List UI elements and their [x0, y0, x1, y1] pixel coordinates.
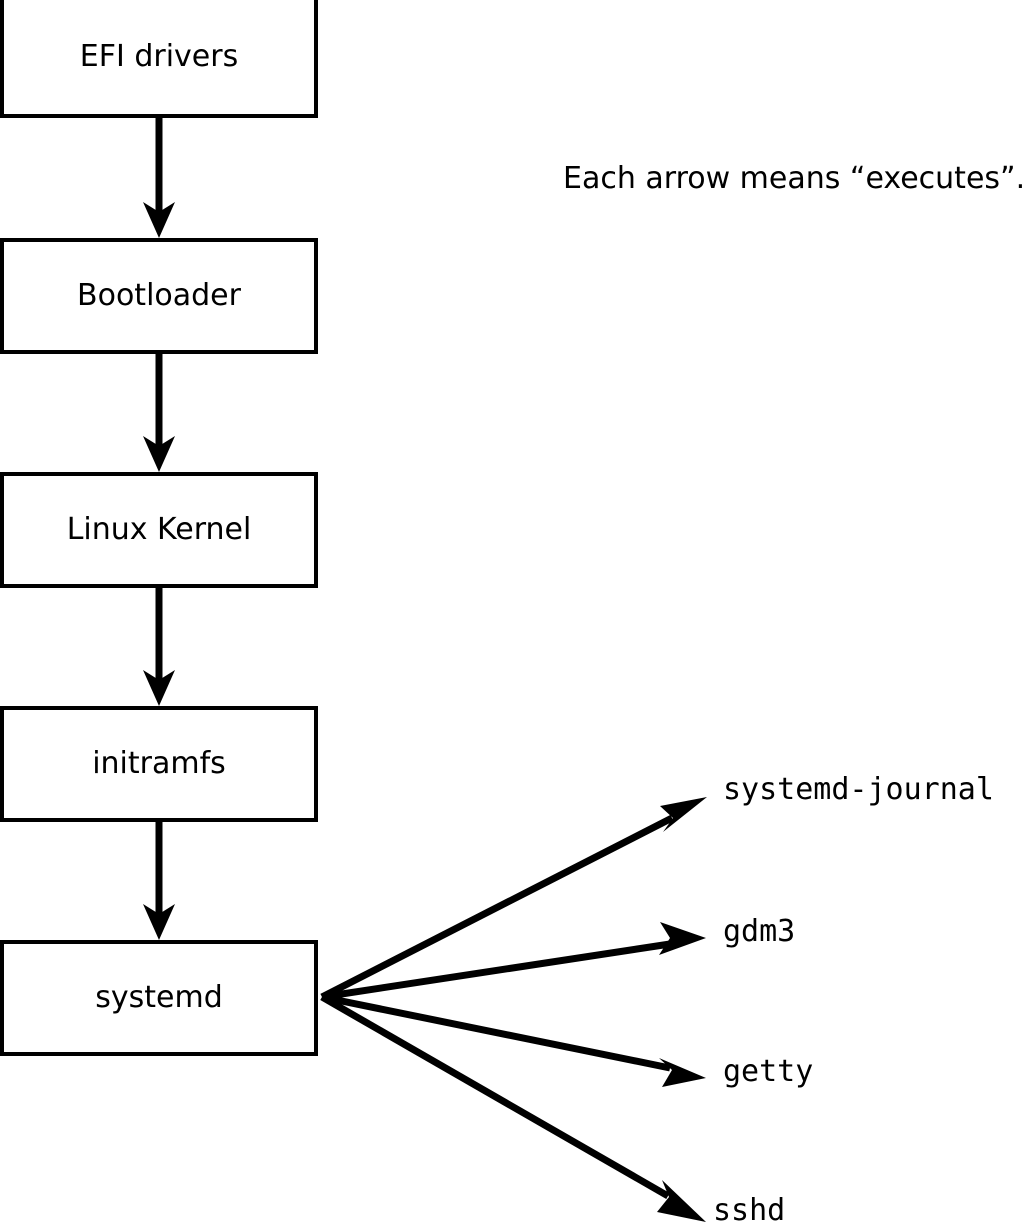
node-bootloader[interactable]: Bootloader	[0, 238, 318, 354]
arrow-systemd-to-getty	[321, 993, 706, 1087]
node-linux-kernel[interactable]: Linux Kernel	[0, 472, 318, 588]
diagram-caption: Each arrow means “executes”.	[563, 161, 1023, 196]
node-label-systemd: systemd	[95, 980, 223, 1015]
node-label-initramfs: initramfs	[92, 746, 226, 781]
arrow-systemd-to-systemd-journal	[320, 797, 707, 1001]
arrow-initramfs-to-systemd	[143, 822, 175, 940]
arrow-systemd-to-gdm3	[321, 922, 706, 1001]
node-systemd[interactable]: systemd	[0, 940, 318, 1056]
node-efi-drivers[interactable]: EFI drivers	[0, 0, 318, 118]
node-label-efi-drivers: EFI drivers	[79, 39, 239, 74]
arrow-linux-kernel-to-initramfs	[143, 588, 175, 706]
leaf-label-gdm3: gdm3	[723, 914, 796, 949]
leaf-label-getty: getty	[723, 1054, 814, 1089]
arrow-systemd-to-sshd	[320, 993, 706, 1222]
leaf-label-sshd: sshd	[713, 1193, 786, 1228]
node-initramfs[interactable]: initramfs	[0, 706, 318, 822]
node-label-bootloader: Bootloader	[77, 278, 241, 313]
arrow-bootloader-to-linux-kernel	[143, 354, 175, 472]
arrow-efi-drivers-to-bootloader	[143, 118, 175, 238]
leaf-label-systemd-journal: systemd-journal	[723, 772, 994, 807]
node-label-linux-kernel: Linux Kernel	[66, 512, 252, 547]
